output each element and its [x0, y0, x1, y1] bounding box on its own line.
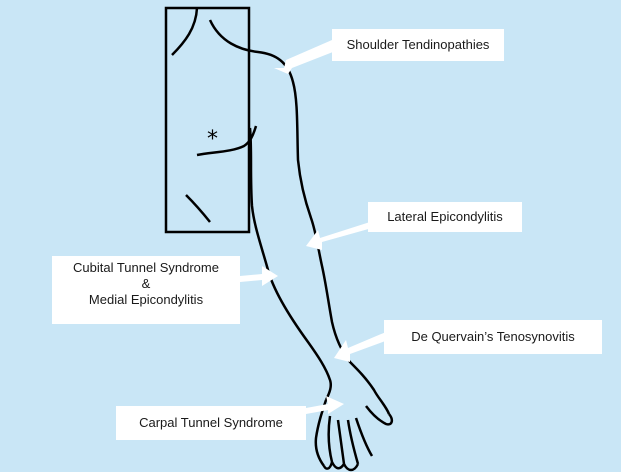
- lower-chest-line: [186, 195, 210, 222]
- label-carpal-tunnel: Carpal Tunnel Syndrome: [116, 406, 306, 440]
- label-shoulder-tendinopathies: Shoulder Tendinopathies: [332, 29, 504, 61]
- label-shoulder-text: Shoulder Tendinopathies: [332, 29, 504, 61]
- label-lateral-text: Lateral Epicondylitis: [368, 202, 522, 232]
- label-cubital-medial: Cubital Tunnel Syndrome & Medial Epicond…: [52, 256, 240, 324]
- label-cubital-line2: &: [52, 276, 240, 292]
- arrow-carpal: [306, 396, 344, 414]
- arrow-dequervain: [334, 332, 388, 362]
- shoulder-contour: [210, 20, 389, 414]
- pectoral-line: [197, 126, 256, 155]
- arrow-lateral: [306, 222, 372, 250]
- chest-frame: [166, 8, 249, 232]
- label-de-quervain: De Quervain’s Tenosynovitis: [384, 320, 602, 354]
- label-carpal-text: Carpal Tunnel Syndrome: [116, 406, 306, 440]
- nipple-marker: *: [207, 127, 218, 152]
- label-dequervain-text: De Quervain’s Tenosynovitis: [384, 320, 602, 354]
- label-cubital-line1: Cubital Tunnel Syndrome: [52, 260, 240, 276]
- hand-fingers: [316, 400, 392, 470]
- neck-line: [172, 8, 197, 55]
- arrow-shoulder: [274, 40, 338, 74]
- label-lateral-epicondylitis: Lateral Epicondylitis: [368, 202, 522, 232]
- inner-arm-contour: [250, 128, 331, 400]
- label-cubital-line3: Medial Epicondylitis: [52, 292, 240, 308]
